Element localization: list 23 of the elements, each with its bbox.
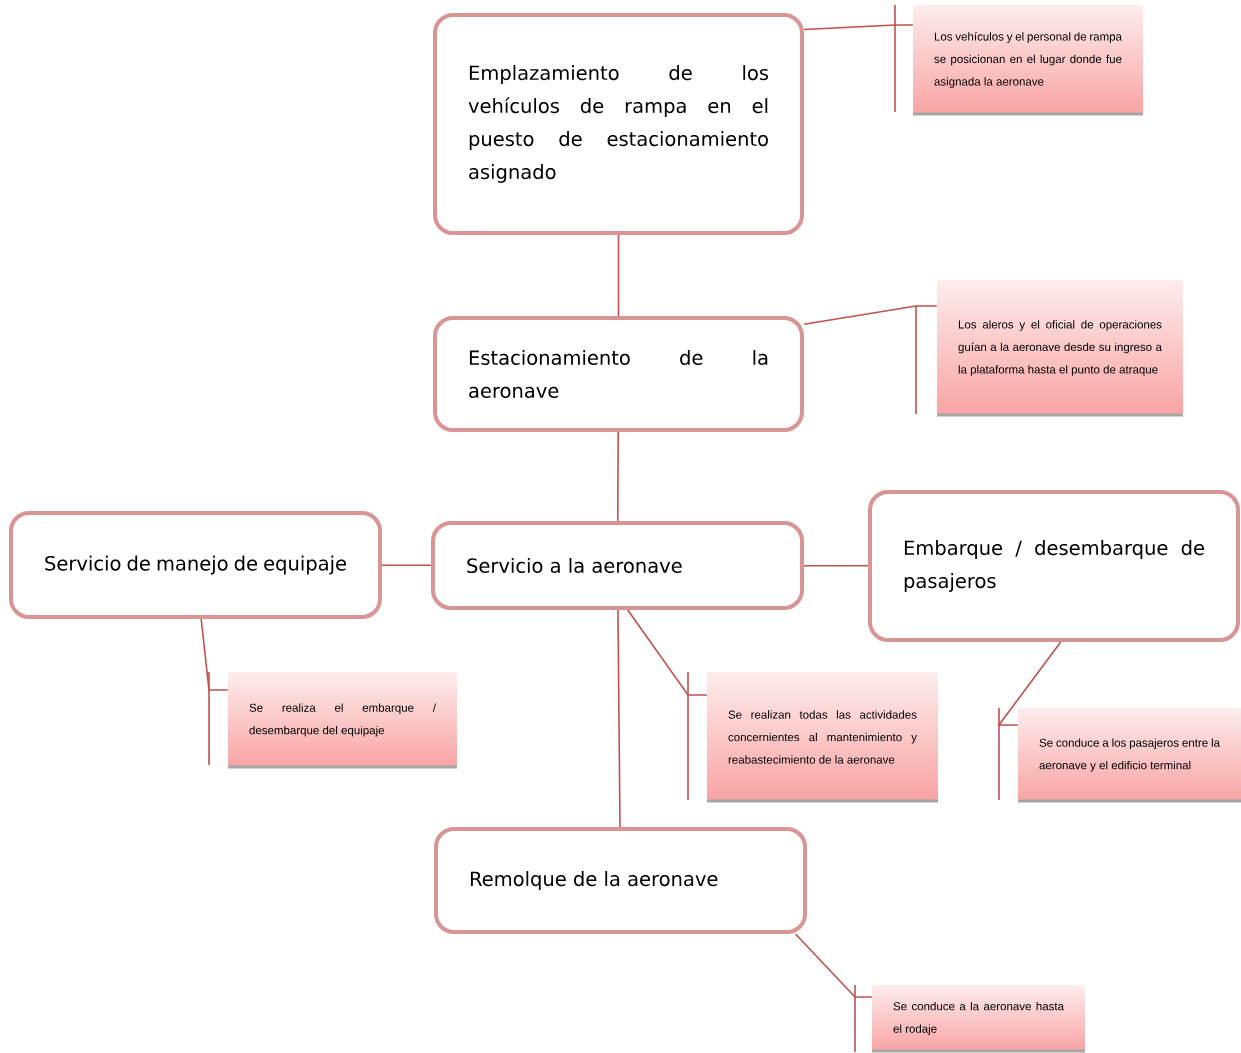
process-box: Embarque / desembarque de pasajeros <box>868 490 1240 642</box>
connector-line <box>617 234 620 317</box>
leader-line <box>803 305 938 326</box>
leader-line <box>803 24 914 31</box>
note-box: Se realizan todas las actividades concernientes al mantenimiento y reabastecimiento de la aeronave <box>707 710 938 803</box>
note-box: Se conduce a los pasajeros entre la aeronave y el edificio terminal <box>1018 738 1241 803</box>
note-box: Se conduce a la aeronave hasta el rodaje <box>872 1001 1085 1053</box>
connector-line <box>803 564 869 567</box>
leader-line <box>794 933 873 998</box>
process-box: Servicio a la aeronave <box>431 521 804 610</box>
connector-line <box>381 564 432 567</box>
leader-line <box>627 609 708 696</box>
leader-line <box>997 641 1062 726</box>
note-box: Los vehículos y el personal de rampa se posicionan en el lugar donde fue asignada la aeronave <box>913 32 1143 116</box>
note-box: Se realiza el embarque / desembarque del equipaje <box>228 703 457 769</box>
process-box: Emplazamiento de los vehículos de rampa en el puesto de estacionamiento asignado <box>433 13 804 235</box>
process-box: Remolque de la aeronave <box>434 827 807 934</box>
process-box: Servicio de manejo de equipaje <box>9 511 382 619</box>
note-box: Los aleros y el oficial de operaciones guían a la aeronave desde su ingreso a la plataforma hasta el punto de atraque <box>937 320 1183 417</box>
connector-line <box>616 431 619 522</box>
connector-line <box>617 609 621 828</box>
process-box: Estacionamiento de la aeronave <box>433 316 804 432</box>
leader-line <box>200 618 229 691</box>
